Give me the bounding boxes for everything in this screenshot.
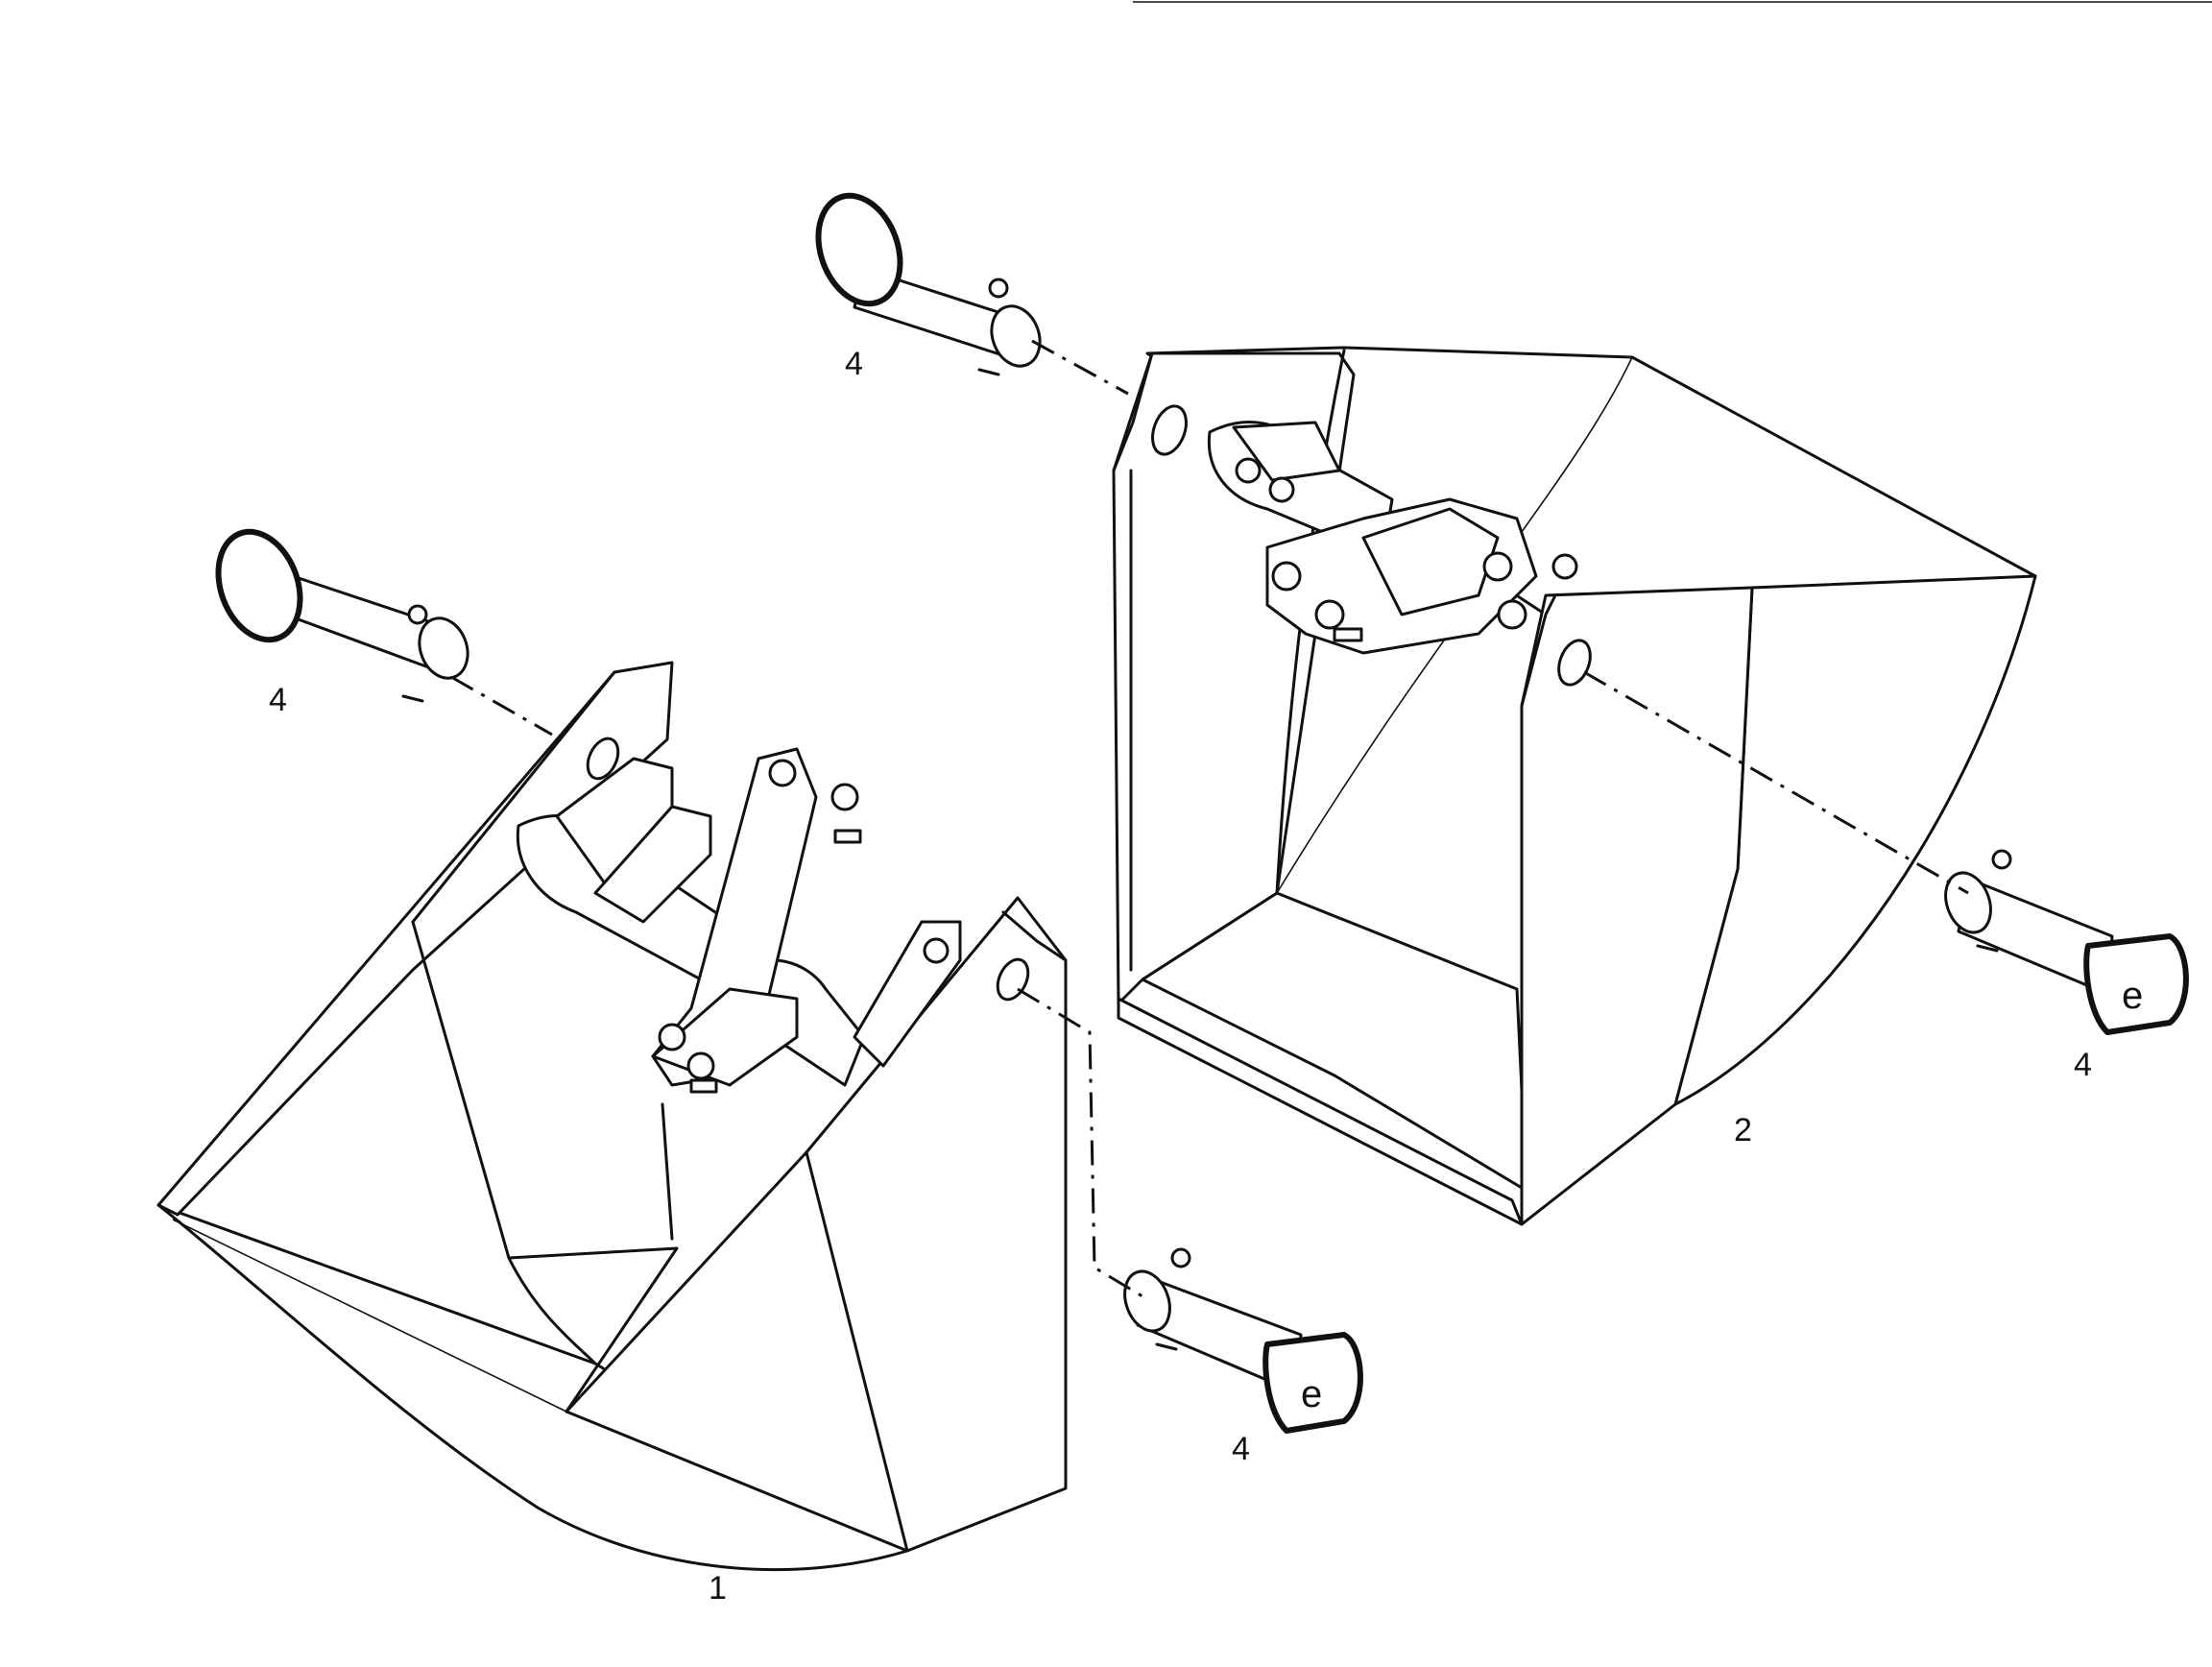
pin-head <box>215 528 303 643</box>
bucket-1-link-hole-b <box>686 1051 715 1080</box>
centerline-upper <box>1031 339 1129 396</box>
pin-tip <box>1944 871 1992 934</box>
pin-lower-center: e <box>1123 1247 1363 1434</box>
bucket-2-link-hole-b <box>1314 599 1345 630</box>
bucket-1-left-edge <box>411 670 616 924</box>
pin-clip-hole <box>988 278 1009 299</box>
bucket-1-inner-floor <box>507 1246 679 1413</box>
bucket-1-center-rib <box>661 1102 674 1241</box>
pin-clip-hole <box>1170 1247 1191 1268</box>
bucket-2-link-hole-g <box>1551 553 1578 580</box>
bucket-1-bracket-b <box>593 805 712 924</box>
bucket-1-keeper-a <box>833 829 862 844</box>
pin-clip <box>401 694 424 703</box>
bucket-1-link-hole-d <box>923 937 950 964</box>
bucket-1 <box>156 661 1068 1572</box>
callout-pin-left: 4 <box>269 682 287 718</box>
bucket-2-link-hole-a <box>1271 561 1302 592</box>
pin-left <box>215 528 469 703</box>
pin-tip <box>1123 1269 1171 1333</box>
pin-clip <box>1155 1342 1178 1351</box>
pin-clip-hole <box>407 604 428 625</box>
pin-tip <box>990 304 1042 368</box>
callout-pin-lower: 4 <box>1232 1431 1250 1467</box>
pin-clip <box>977 368 1000 376</box>
callout-pin-right: 4 <box>2074 1047 2092 1083</box>
bucket-1-shell <box>156 1203 909 1572</box>
callout-bucket-1: 1 <box>709 1570 727 1607</box>
bucket-1-inner-curve <box>507 1256 597 1365</box>
bucket-1-keeper-b <box>689 1078 718 1094</box>
pin-head <box>1262 1332 1363 1434</box>
bucket-2-right-plate <box>1520 586 1754 1226</box>
pin-upper-left <box>815 192 1042 376</box>
bucket-1-right-seam <box>805 1150 909 1553</box>
bucket-2-right-hole <box>1557 639 1592 687</box>
bucket-1-right-edge <box>1001 910 1068 962</box>
bucket-1-link-hole-c <box>830 783 859 811</box>
pin-head <box>815 192 903 307</box>
callout-pin-upper: 4 <box>845 346 863 382</box>
bucket-2-link-hole-c <box>1482 551 1513 582</box>
pin-lower-right: e <box>1944 849 2189 1035</box>
pin-head-mark: e <box>1301 1373 1322 1415</box>
bucket-2-left-edge <box>1112 351 1154 472</box>
bucket-1-lip-line <box>172 1219 567 1413</box>
bucket-1-left-seam <box>411 920 511 1260</box>
bucket-1-bracket-a <box>555 757 674 885</box>
pin-clip <box>1976 944 1999 953</box>
bucket-2-hinge-bracket <box>1232 421 1341 482</box>
bucket-2-left-hole <box>1151 404 1188 456</box>
pin-clip-hole <box>1991 849 2012 870</box>
bucket-1-left-hole <box>586 737 620 781</box>
bucket-2-lip <box>1117 997 1524 1226</box>
bucket-2 <box>1112 346 2037 1226</box>
bucket-1-link-hole-a <box>658 1023 686 1051</box>
pin-head <box>2083 933 2189 1035</box>
centerline-left <box>450 675 553 737</box>
callout-bucket-2: 2 <box>1734 1112 1752 1148</box>
bucket-2-link-hole-e <box>1235 457 1262 484</box>
bucket-2-link-hole-f <box>1268 476 1295 503</box>
bucket-1-link-hole-top <box>768 759 797 787</box>
bucket-2-keeper <box>1333 627 1363 642</box>
bucket-2-shell <box>1673 574 2037 1106</box>
bucket-2-right-edge <box>1520 593 1557 708</box>
bucket-2-link-hole-d <box>1497 599 1527 630</box>
pin-head-mark: e <box>2122 975 2143 1017</box>
centerline-lower <box>1017 987 1143 1298</box>
